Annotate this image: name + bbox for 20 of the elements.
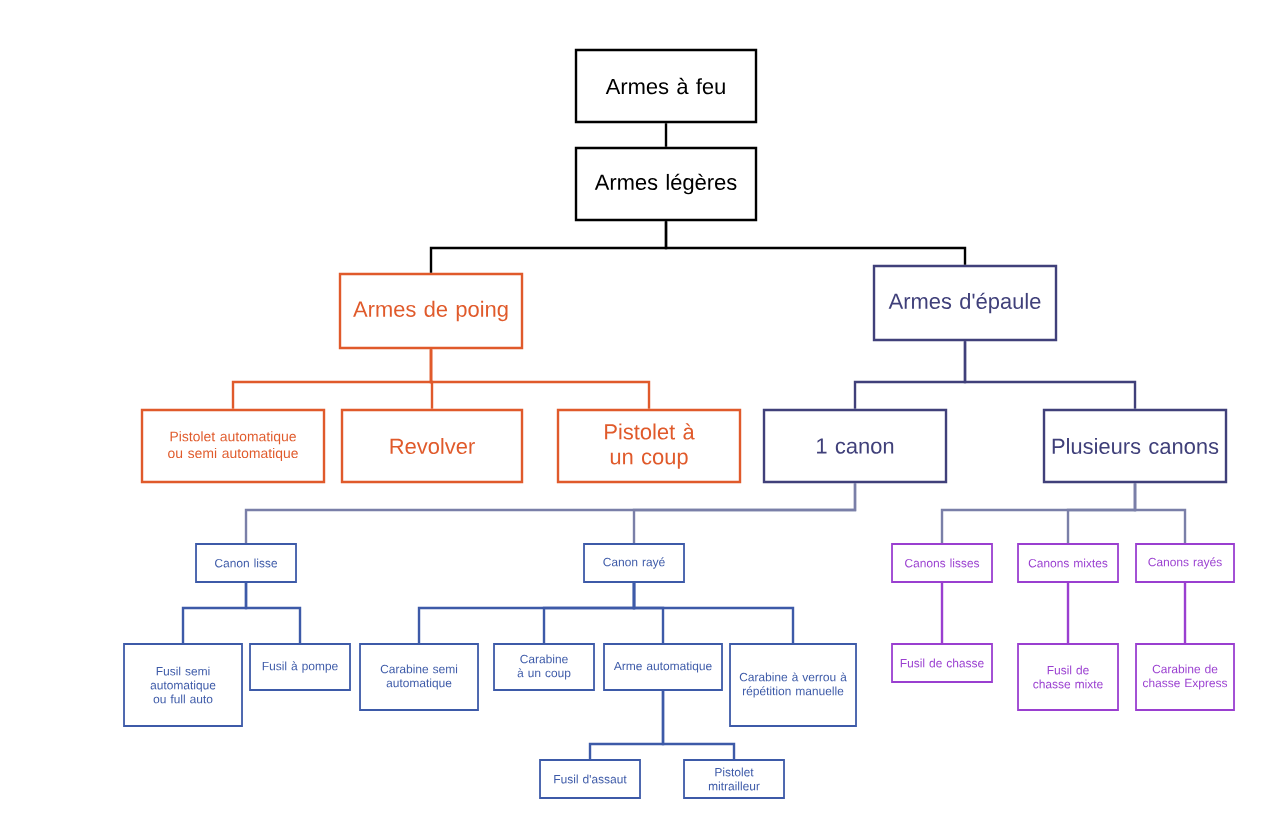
connector-line xyxy=(244,582,302,644)
category-box: Revolver xyxy=(340,408,524,484)
category-box: 1 canon xyxy=(762,408,948,484)
category-box: Armes de poing xyxy=(338,272,524,350)
connector-line xyxy=(1133,483,1187,544)
category-box: Pistolet à un coup xyxy=(556,408,742,484)
connector-line xyxy=(429,349,651,409)
connector-line xyxy=(664,123,668,147)
connector-line xyxy=(1066,582,1070,644)
category-box: Armes légères xyxy=(574,146,758,222)
connector-line xyxy=(632,582,795,644)
category-box: Armes d'épaule xyxy=(872,264,1058,342)
connector-line xyxy=(1183,582,1187,644)
category-box: Armes à feu xyxy=(574,48,758,124)
connector-line xyxy=(940,582,944,644)
connector-line xyxy=(661,690,736,760)
category-box: Plusieurs canons xyxy=(1042,408,1228,484)
connector-line xyxy=(963,341,1137,409)
connector-line xyxy=(664,221,967,265)
connector-line xyxy=(632,483,857,544)
